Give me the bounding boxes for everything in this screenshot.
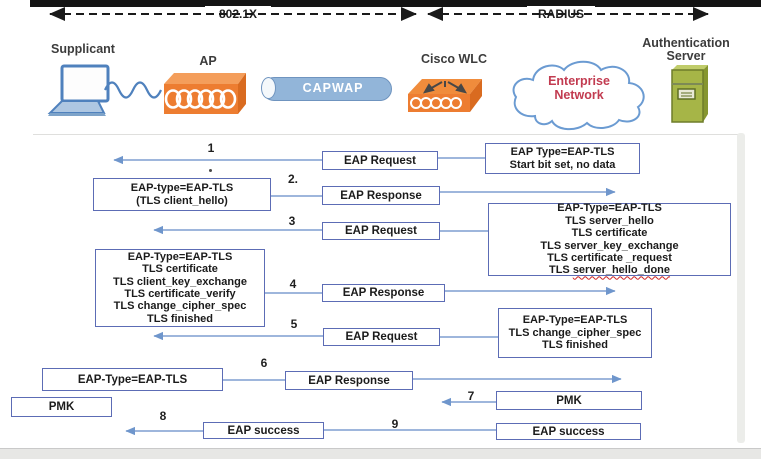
step-number-8: 8 [159, 409, 167, 423]
note-box-3: EAP-Type=EAP-TLS TLS server_hello TLS ce… [488, 202, 731, 276]
section-divider [33, 134, 738, 135]
auth-server-label-line1: Authentication [642, 36, 730, 50]
pmk-box-left: PMK [11, 397, 112, 417]
step-number-7: 7 [467, 389, 475, 403]
note-box-5: EAP-Type=EAP-TLS TLS change_cipher_spec … [498, 308, 652, 358]
note-5-line: EAP-Type=EAP-TLS [522, 314, 628, 327]
laptop-icon [47, 64, 110, 116]
note-4-line: TLS certificate [142, 263, 218, 276]
note-3-line: EAP-Type=EAP-TLS [557, 202, 662, 215]
note-3-last-word: server_hello_done [572, 264, 671, 277]
message-box-eap-response-2: EAP Response [322, 186, 440, 205]
auth-server-label-line2: Server [666, 49, 706, 63]
authentication-server-icon [671, 65, 708, 123]
step-number-2: 2. [287, 172, 298, 186]
note-5-line: TLS finished [542, 339, 608, 352]
bottom-edge-strip [0, 448, 761, 459]
top-border-bar [30, 0, 761, 7]
step-number-3: 3 [288, 214, 296, 228]
note-box-1: EAP Type=EAP-TLS Start bit set, no data [485, 143, 640, 174]
note-3-line: TLS server_key_exchange [540, 239, 679, 252]
capwap-label: CAPWAP [302, 81, 364, 95]
wlc-label: Cisco WLC [421, 52, 487, 66]
enterprise-network-cloud-icon [512, 60, 645, 131]
note-box-2: EAP-type=EAP-TLS (TLS client_hello) [93, 178, 271, 211]
step-number-5: 5 [290, 317, 298, 331]
note-3-last-prefix: TLS [548, 264, 573, 277]
step-number-9: 9 [391, 417, 399, 431]
step-number-1: 1 [207, 141, 215, 155]
note-5-line: TLS change_cipher_spec [508, 326, 642, 339]
note-box-4: EAP-Type=EAP-TLS TLS certificate TLS cli… [95, 249, 265, 327]
message-box-eap-request-5: EAP Request [323, 328, 440, 346]
vertical-scrollbar[interactable] [737, 133, 745, 443]
note-4-line: TLS finished [147, 312, 213, 325]
cloud-label: Enterprise Network [523, 74, 635, 102]
message-box-eap-request-3: EAP Request [322, 222, 440, 240]
cloud-label-line1: Enterprise [548, 74, 610, 88]
note-1-line: Start bit set, no data [509, 158, 616, 171]
capwap-tunnel-icon: CAPWAP [261, 77, 392, 101]
stray-dot [209, 169, 212, 172]
message-box-eap-response-4: EAP Response [322, 284, 445, 302]
note-1-line: EAP Type=EAP-TLS [510, 146, 615, 159]
tube-end-cap [261, 77, 276, 99]
access-point-icon [164, 73, 246, 114]
cloud-label-line2: Network [554, 88, 604, 102]
cisco-wlc-icon [408, 79, 482, 112]
eap-success-box-right: EAP success [496, 423, 641, 440]
note-3-line: TLS server_hello [565, 214, 654, 227]
eap-success-box-left: EAP success [203, 422, 324, 439]
note-3-line-last: TLS server_hello_done [489, 264, 730, 276]
note-box-6: EAP-Type=EAP-TLS [42, 368, 223, 391]
message-box-eap-request-1: EAP Request [322, 151, 438, 170]
auth-server-label: Authentication Server [636, 37, 736, 63]
wireless-wave-icon [104, 81, 162, 99]
note-2-line: (TLS client_hello) [136, 194, 228, 207]
note-3-line: TLS certificate [571, 227, 648, 240]
note-4-line: TLS change_cipher_spec [113, 300, 247, 313]
message-box-eap-response-6: EAP Response [285, 371, 413, 390]
pmk-box-right: PMK [496, 391, 642, 410]
note-4-line: EAP-Type=EAP-TLS [127, 250, 233, 263]
supplicant-label: Supplicant [51, 42, 115, 56]
note-4-line: TLS certificate_verify [124, 288, 236, 300]
step-number-4: 4 [289, 277, 297, 291]
step-number-6: 6 [260, 356, 268, 370]
note-3-line: TLS certificate _request [547, 251, 672, 264]
ap-label: AP [199, 54, 217, 68]
note-4-line: TLS client_key_exchange [113, 275, 247, 288]
note-2-line: EAP-type=EAP-TLS [130, 182, 234, 195]
